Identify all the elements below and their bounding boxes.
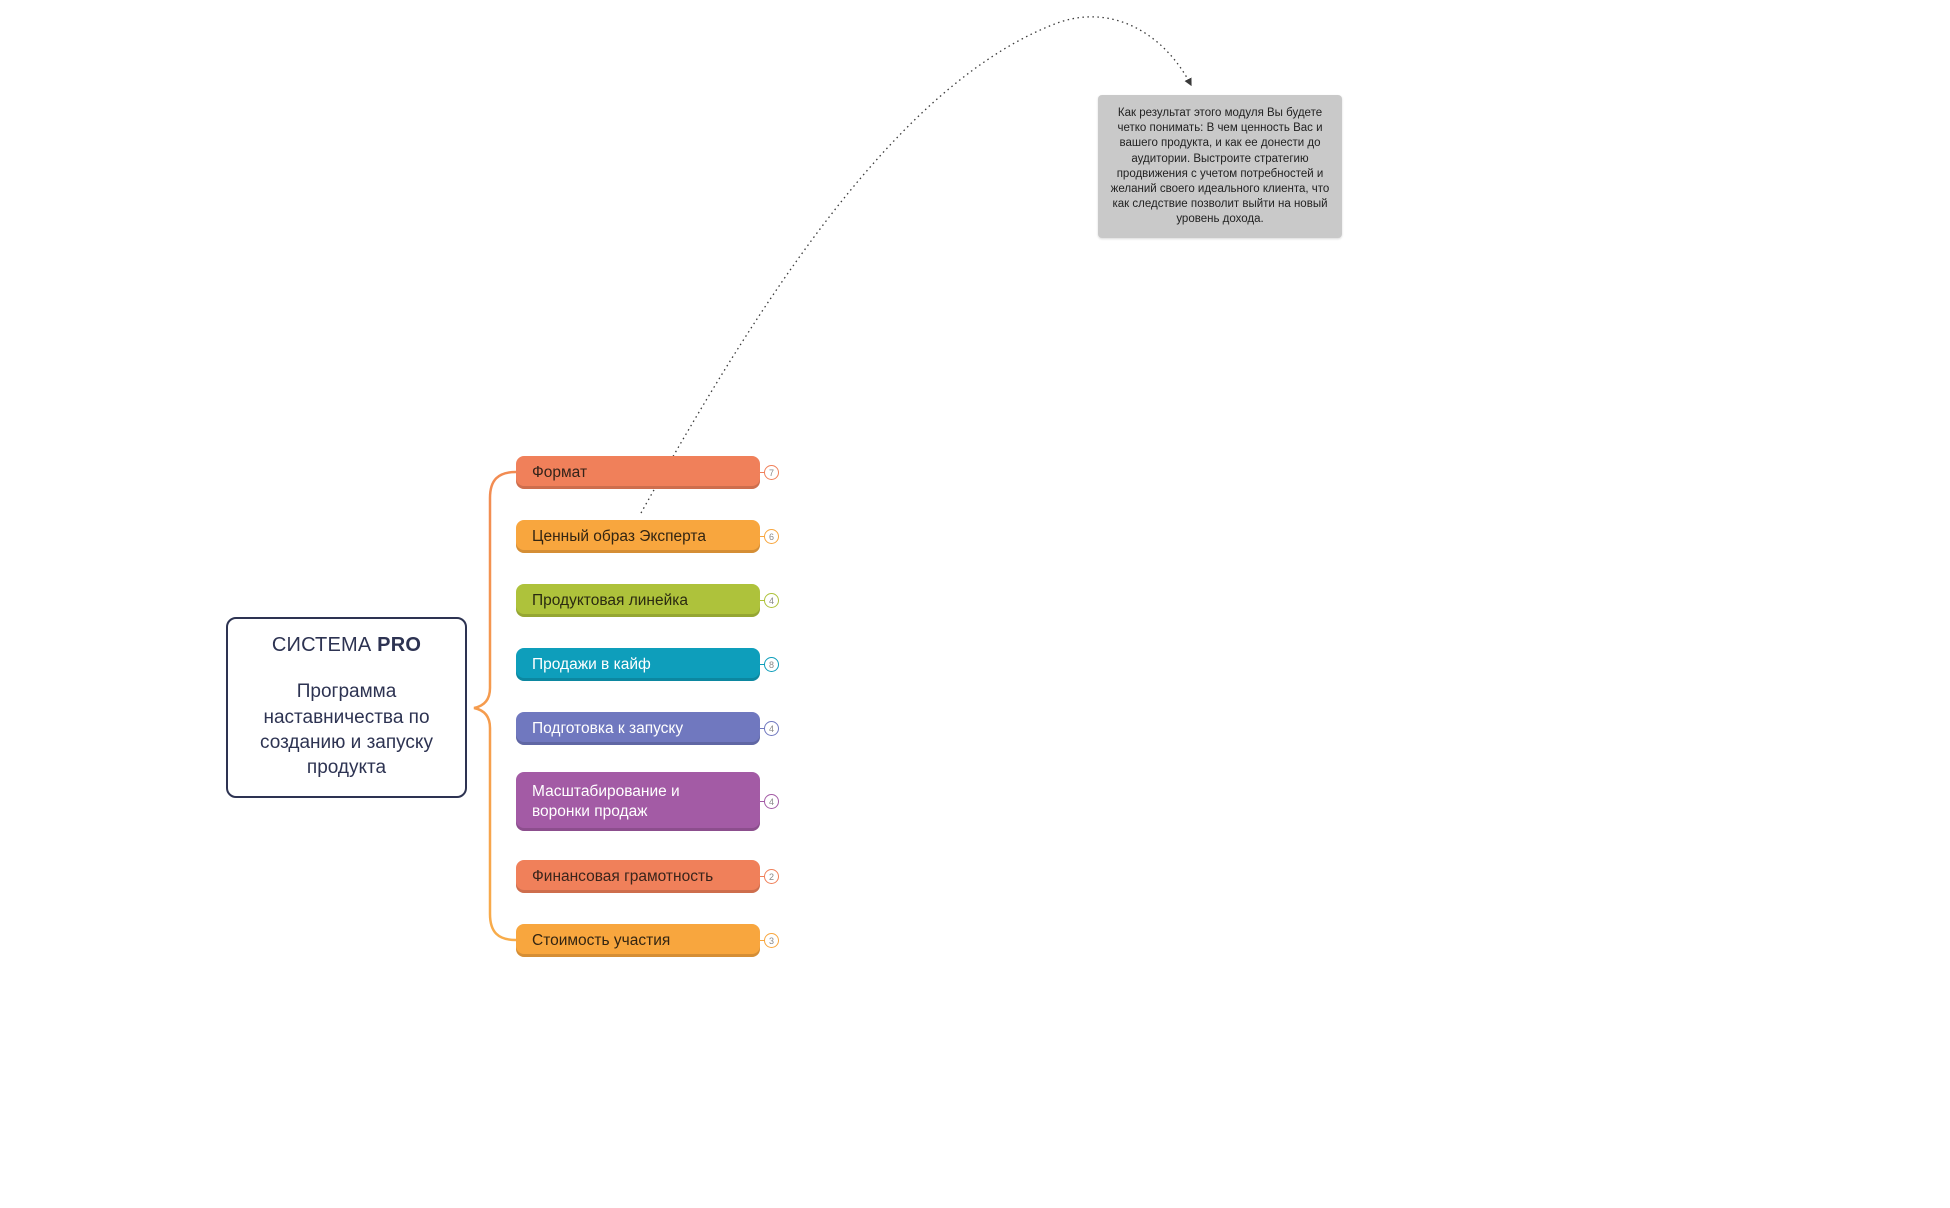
- branch-label: Подготовка к запуску: [532, 719, 684, 737]
- branch-node-finansovaya-gramotnost[interactable]: Финансовая грамотность: [516, 860, 760, 893]
- badge-cenny-obraz-experta[interactable]: 6: [759, 529, 779, 544]
- branch-node-format[interactable]: Формат: [516, 456, 760, 489]
- branch-label: Продажи в кайф: [532, 655, 651, 673]
- branch-node-cenny-obraz-experta[interactable]: Ценный образ Эксперта: [516, 520, 760, 553]
- branch-node-masshtabirovanie-voronki[interactable]: Масштабирование и воронки продаж: [516, 772, 760, 831]
- root-node-title: СИСТЕМА PRO: [271, 634, 422, 657]
- branch-node-prodazhi-v-kayf[interactable]: Продажи в кайф: [516, 648, 760, 681]
- branch-label: Формат: [532, 463, 588, 481]
- branch-label: Ценный образ Эксперта: [532, 527, 706, 545]
- badge-podgotovka-k-zapusku[interactable]: 4: [759, 721, 779, 736]
- root-node-subtitle: Программа наставничества по созданию и з…: [260, 681, 433, 779]
- branch-label: Финансовая грамотность: [532, 867, 714, 885]
- branch-label: Стоимость участия: [532, 931, 671, 949]
- badge-produktovaya-lineyka[interactable]: 4: [759, 593, 779, 608]
- badge-format[interactable]: 7: [759, 465, 779, 480]
- root-node[interactable]: СИСТЕМА PRO Программа наставничества по …: [226, 617, 467, 798]
- badge-masshtabirovanie-voronki[interactable]: 4: [759, 794, 779, 809]
- branch-node-stoimost-uchastiya[interactable]: Стоимость участия: [516, 924, 760, 957]
- branch-label: Продуктовая линейка: [532, 591, 688, 609]
- badge-finansovaya-gramotnost[interactable]: 2: [759, 869, 779, 884]
- dotted-arrow-connector: [640, 16, 1192, 514]
- branch-node-podgotovka-k-zapusku[interactable]: Подготовка к запуску: [516, 712, 760, 745]
- root-branch-brace: [473, 470, 518, 942]
- branch-label: Масштабирование и воронки продаж: [532, 783, 680, 820]
- note-card[interactable]: Как результат этого модуля Вы будете чет…: [1098, 95, 1342, 239]
- branch-node-produktovaya-lineyka[interactable]: Продуктовая линейка: [516, 584, 760, 617]
- badge-prodazhi-v-kayf[interactable]: 8: [759, 657, 779, 672]
- badge-stoimost-uchastiya[interactable]: 3: [759, 933, 779, 948]
